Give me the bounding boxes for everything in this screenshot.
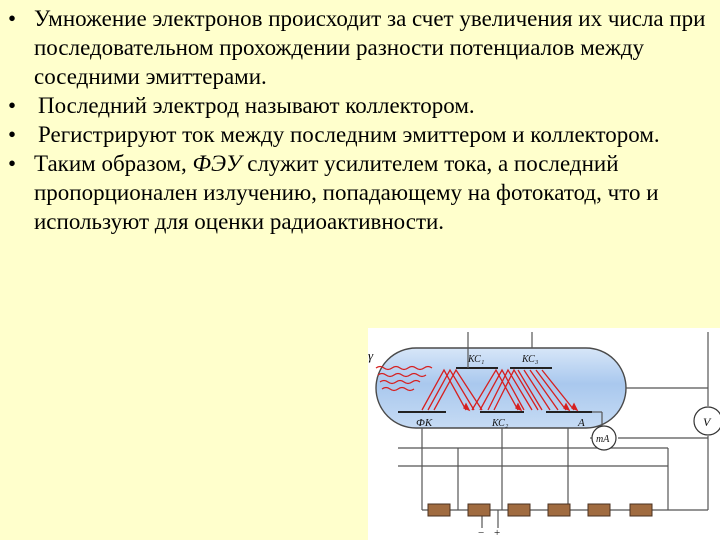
minus-terminal-label: − <box>478 527 484 539</box>
resistor-3 <box>507 503 531 517</box>
bullet-marker: • <box>8 6 17 31</box>
bullet-text-3: Регистрируют ток между последним эмиттер… <box>38 122 660 147</box>
bullet-marker: • <box>8 93 17 118</box>
bullet-item-3: • Регистрируют ток между последним эмитт… <box>8 120 708 149</box>
resistor-2 <box>467 503 491 517</box>
incoming-radiation-waves <box>375 365 433 392</box>
bullet-item-4: • Таким образом, ФЭУ служит усилителем т… <box>8 149 708 236</box>
resistor-6 <box>629 503 653 517</box>
bullet-marker: • <box>8 122 17 147</box>
dynode-2-label: КС₂ <box>491 418 509 429</box>
pmt-abbreviation: ФЭУ <box>192 151 242 176</box>
gamma-label: γ <box>368 348 374 363</box>
pmt-diagram: γ ФК КС₁ КС₃ КС₂ А <box>368 328 720 540</box>
milliammeter-label: mA <box>596 434 610 445</box>
dynode-1-label: КС₁ <box>467 354 484 365</box>
bullet-item-2: • Последний электрод называют коллекторо… <box>8 91 708 120</box>
bullet-text-2: Последний электрод называют коллектором. <box>38 93 475 118</box>
plus-terminal-label: + <box>494 527 500 539</box>
divider-resistors <box>427 503 653 517</box>
photocathode-label: ФК <box>416 417 433 429</box>
bullet-text-1: Умножение электронов происходит за счет … <box>34 6 706 89</box>
anode-label: А <box>577 417 585 429</box>
bullet-list: • Умножение электронов происходит за сче… <box>8 4 708 236</box>
bullet-marker: • <box>8 151 17 176</box>
resistor-5 <box>587 503 611 517</box>
resistor-4 <box>547 503 571 517</box>
bullet-text-4: Таким образом, ФЭУ служит усилителем ток… <box>34 151 659 234</box>
voltmeter-label: V <box>703 415 712 429</box>
dynode-3-label: КС₃ <box>521 354 539 365</box>
milliammeter <box>591 425 617 451</box>
bullet-item-1: • Умножение электронов происходит за сче… <box>8 4 708 91</box>
voltmeter <box>693 406 720 436</box>
electron-cascade <box>421 368 579 412</box>
resistor-1 <box>427 503 451 517</box>
tube-envelope <box>375 347 627 429</box>
